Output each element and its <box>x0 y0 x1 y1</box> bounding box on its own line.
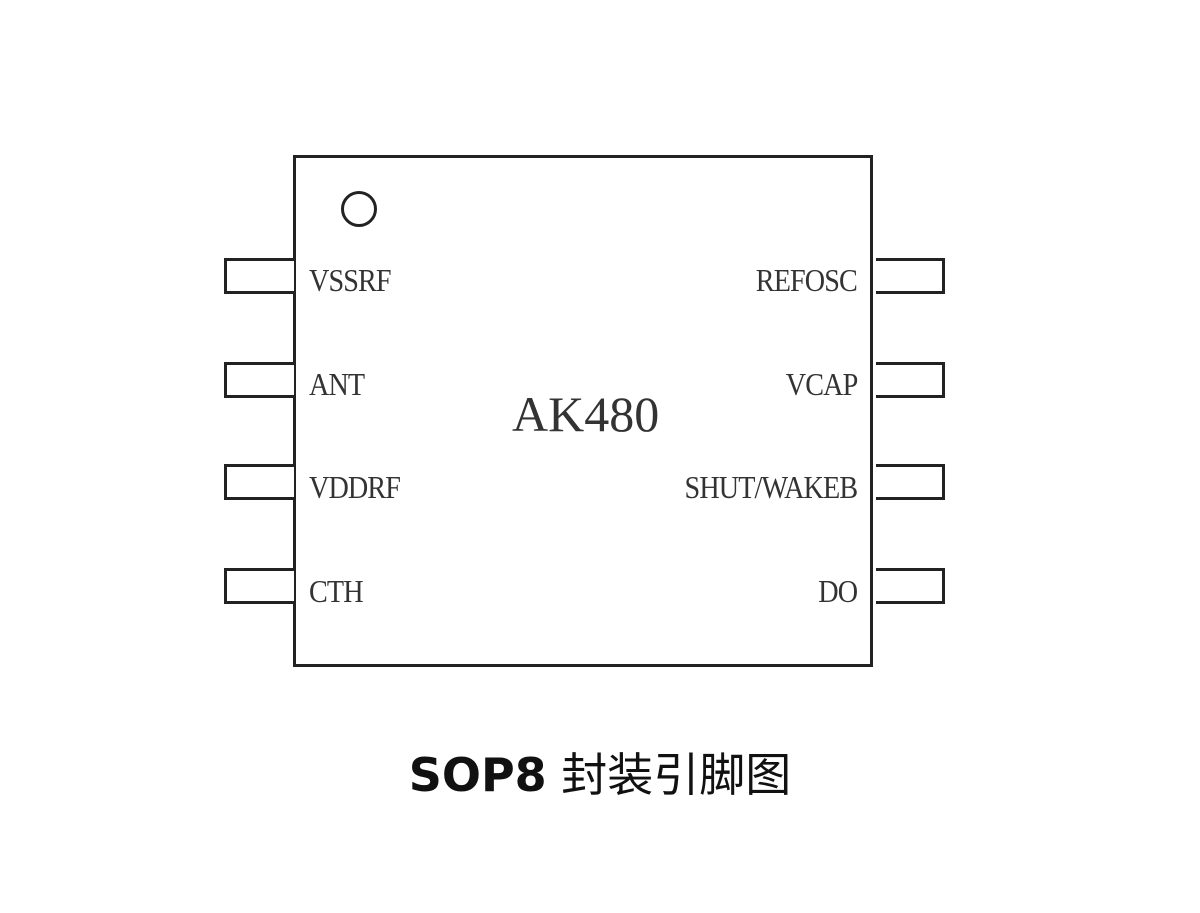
pin-label-cth: CTH <box>309 573 364 609</box>
caption-description: 封装引脚图 <box>561 748 792 802</box>
pin-label-refosc: REFOSC <box>755 262 858 298</box>
lead-left-1 <box>224 258 294 294</box>
pin-label-vssrf: VSSRF <box>309 262 392 298</box>
lead-right-4 <box>876 568 945 604</box>
lead-left-2 <box>224 362 294 398</box>
lead-left-3 <box>224 464 294 500</box>
pin-label-ant: ANT <box>309 366 365 402</box>
pin1-indicator-icon <box>341 191 377 227</box>
lead-right-1 <box>876 258 945 294</box>
lead-left-4 <box>224 568 294 604</box>
lead-right-2 <box>876 362 945 398</box>
chip-part-name: AK480 <box>512 386 660 442</box>
lead-right-3 <box>876 464 945 500</box>
caption-package: SOP8 <box>408 748 547 802</box>
pin-label-do: DO <box>818 573 858 609</box>
pin-label-vddrf: VDDRF <box>309 469 401 505</box>
chip-package-outline <box>293 155 873 667</box>
diagram-caption: SOP8 封装引脚图 <box>0 745 1200 805</box>
pin-label-shut-wakeb: SHUT/WAKEB <box>684 469 858 505</box>
pin-label-vcap: VCAP <box>785 366 857 402</box>
